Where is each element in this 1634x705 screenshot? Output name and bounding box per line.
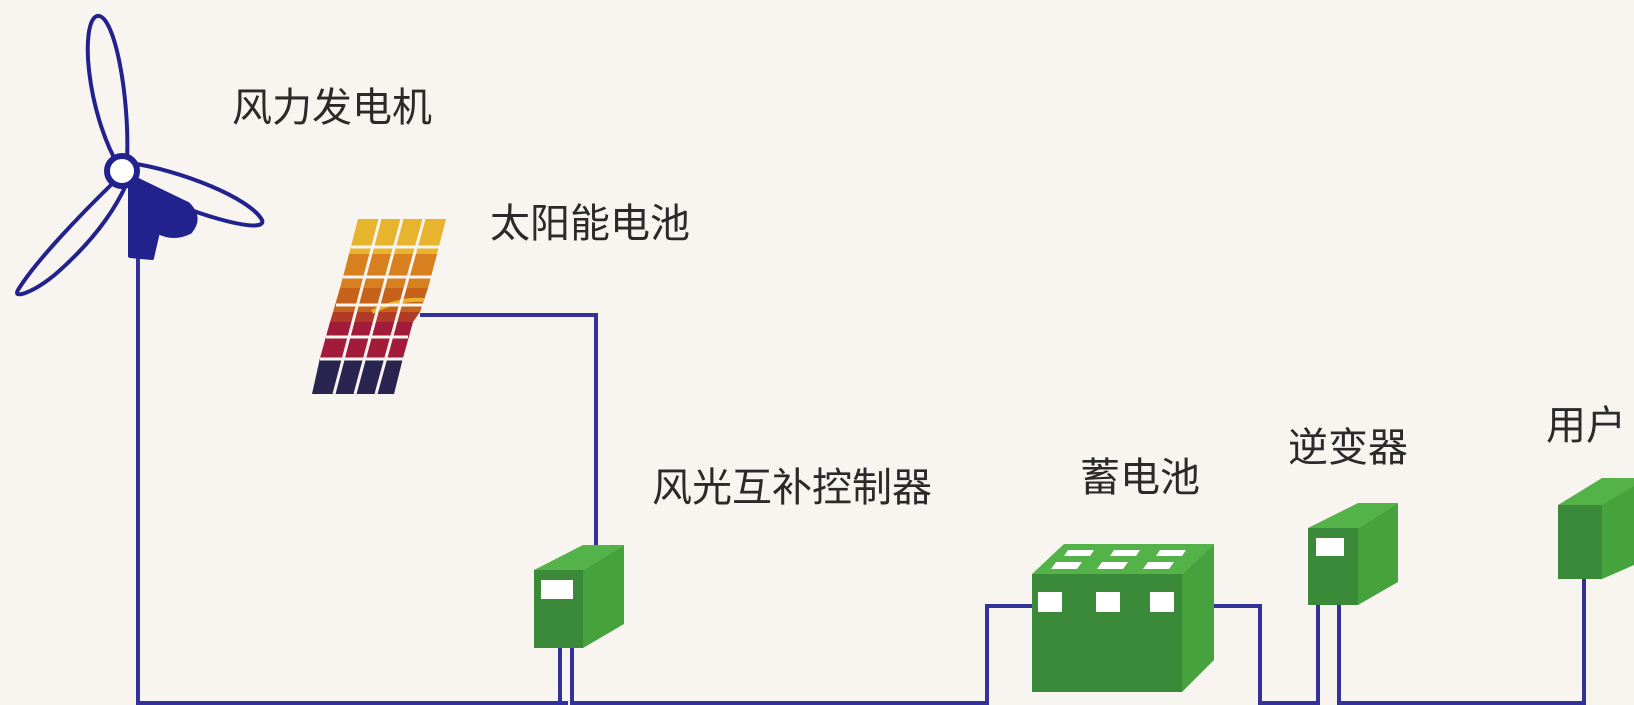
controller-box-icon	[534, 545, 624, 648]
user-box-icon	[1558, 478, 1634, 579]
battery-icon	[1032, 544, 1214, 692]
wiring	[136, 250, 1586, 705]
inverter-box-icon	[1308, 503, 1398, 605]
turbine-hub	[104, 153, 140, 189]
wire-controller-to-battery	[572, 604, 1032, 705]
wire-turbine-to-controller	[136, 250, 568, 705]
solar-cell-label: 太阳能电池	[490, 201, 690, 247]
turbine-blade-left	[15, 180, 128, 297]
wire-inverter-to-user	[1337, 578, 1586, 705]
inverter-display	[1316, 538, 1344, 556]
solar-panel-icon	[312, 218, 446, 395]
turbine-nacelle	[128, 174, 198, 260]
wind-turbine-label: 风力发电机	[232, 85, 432, 131]
user-label: 用户	[1546, 403, 1626, 449]
wire-battery-to-inverter	[1212, 604, 1320, 705]
controller-display	[541, 580, 573, 599]
inverter-label: 逆变器	[1288, 425, 1408, 471]
wire-solar-to-controller	[420, 313, 598, 548]
turbine-blade-up	[85, 14, 130, 169]
wind-turbine-icon	[15, 14, 265, 297]
controller-label: 风光互补控制器	[652, 465, 932, 511]
battery-label: 蓄电池	[1080, 455, 1200, 501]
